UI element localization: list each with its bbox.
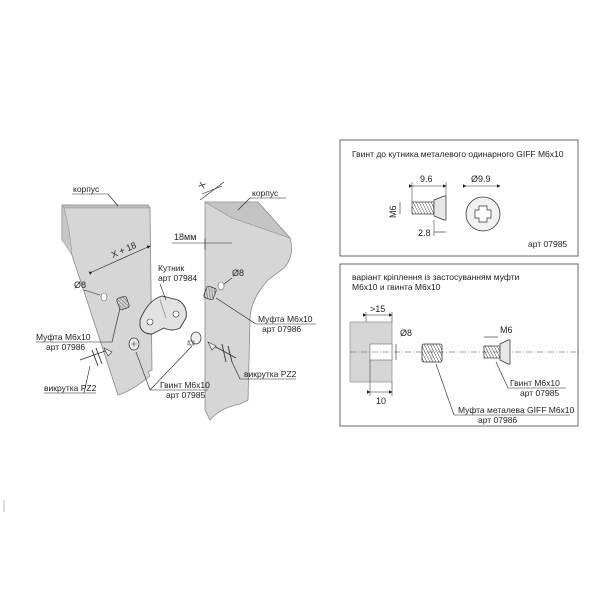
dia8-left-label: Ø8 <box>74 280 86 290</box>
mount-box-title-1: варіант кріплення із застосуванням муфти <box>352 272 520 282</box>
screw-spec-frame <box>339 139 579 257</box>
screw-box-art: арт 07985 <box>528 239 567 249</box>
kutnyk-bracket <box>139 295 187 335</box>
screw-side-view <box>399 182 447 236</box>
gvynt-left-art: арт 07985 <box>166 390 205 400</box>
gvynt-left-name: Гвинт M6x10 <box>160 380 210 390</box>
screwdriver-left-icon <box>79 347 113 367</box>
korpus-right-label: корпус <box>252 188 279 198</box>
dim-18mm: 18мм <box>172 232 232 250</box>
mufta-left-name: Муфта M6x10 <box>36 332 91 342</box>
mufta-left-part <box>116 295 130 311</box>
kutnyk-art: арт 07984 <box>158 273 197 283</box>
mount-mufta-part <box>421 343 443 363</box>
mount-dim-min: >15 <box>370 304 385 314</box>
screw-dim-thread: M6 <box>388 205 398 218</box>
screw-dim-head-h: 2.8 <box>418 228 431 238</box>
hole-right <box>217 281 225 291</box>
mount-screw-part <box>483 336 511 365</box>
vykrutka-right-label: викрутка PZ2 <box>244 369 297 379</box>
dim-18mm-label: 18мм <box>174 232 196 242</box>
mount-dim-m6: M6 <box>500 325 513 335</box>
dia8-right-label: Ø8 <box>232 268 244 278</box>
mount-dim-depth: 10 <box>376 396 386 406</box>
screw-dim-length: 9.6 <box>420 174 433 184</box>
screw-left-part <box>128 337 140 351</box>
screw-right-part <box>187 331 202 346</box>
screw-dim-head: Ø9.9 <box>471 174 491 184</box>
dim-x-label: X <box>196 181 207 190</box>
mufta-left-art: арт 07986 <box>46 342 85 352</box>
right-panel <box>203 201 292 421</box>
mufta-right-art: арт 07986 <box>262 324 301 334</box>
hole-left <box>100 292 108 302</box>
mount-box-title-2: M6x10 и гвинта M6x10 <box>352 282 441 292</box>
vykrutka-left-label: викрутка PZ2 <box>44 383 97 393</box>
left-panel <box>61 204 153 396</box>
screwdriver-right-icon <box>207 341 237 363</box>
mount-mufta-name: Муфта металева GIFF M6x10 <box>458 405 575 415</box>
mount-mufta-art: арт 07986 <box>478 415 517 425</box>
dim-x: X <box>196 181 225 201</box>
mufta-right-name: Муфта M6x10 <box>258 314 313 324</box>
mount-panel-section <box>349 312 580 396</box>
mufta-right-part <box>203 285 217 301</box>
mount-gvynt-art: арт 07985 <box>520 388 559 398</box>
screw-box-title: Гвинт до кутника металевого одинарного G… <box>352 149 564 159</box>
kutnyk-name: Кутник <box>158 263 185 273</box>
korpus-left-label: корпус <box>73 184 100 194</box>
mount-gvynt-name: Гвинт M6x10 <box>510 378 560 388</box>
mount-dim-dia: Ø8 <box>400 328 412 338</box>
screw-head-view <box>463 184 501 232</box>
